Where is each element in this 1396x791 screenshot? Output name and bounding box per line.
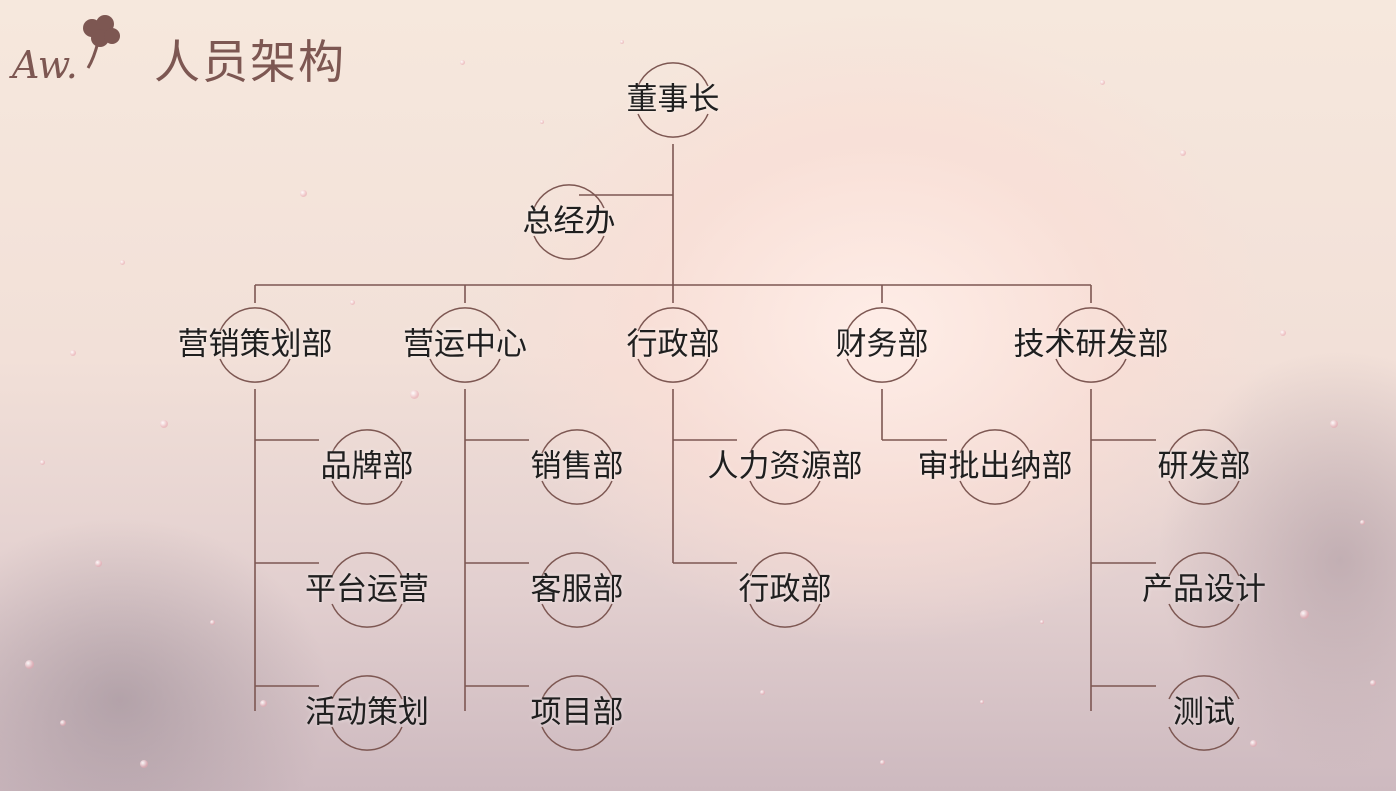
water-drop <box>25 660 34 669</box>
node-sub-1-1-arc-bottom <box>541 603 613 628</box>
clover-logo-icon: Aw. <box>9 15 120 87</box>
water-drop <box>1330 420 1338 428</box>
node-department: 营销策划部 <box>177 326 333 363</box>
node-sub-0-0-arc-bottom <box>331 480 403 505</box>
node-chairman-arc-top <box>637 62 709 87</box>
water-drop <box>160 420 168 428</box>
node-sub-department: 平台运营 <box>305 571 429 608</box>
node-sub-4-0-arc-top <box>1168 429 1240 454</box>
node-department-0-arc-bottom <box>219 358 291 383</box>
node-sub-0-1-arc-bottom <box>331 603 403 628</box>
node-sub-department: 项目部 <box>530 694 624 731</box>
logo-text: Aw. <box>9 43 78 87</box>
water-drop <box>1280 330 1286 336</box>
node-sub-0-2-arc-bottom <box>331 726 403 751</box>
node-chairman: 董事长 <box>626 81 720 118</box>
node-sub-3-0-arc-top <box>959 429 1031 454</box>
water-drop <box>1370 680 1376 686</box>
water-drop <box>70 350 76 356</box>
node-sub-department: 活动策划 <box>305 694 429 731</box>
node-sub-department: 行政部 <box>738 571 832 608</box>
node-sub-department: 产品设计 <box>1142 571 1266 608</box>
node-sub-department: 测试 <box>1173 694 1235 731</box>
water-drop <box>620 40 624 44</box>
node-sub-0-1-arc-top <box>331 552 403 577</box>
water-drop <box>980 700 984 704</box>
node-sub-department: 销售部 <box>530 448 624 485</box>
node-sub-4-1-arc-top <box>1168 552 1240 577</box>
water-drop <box>1300 610 1309 619</box>
water-drop <box>300 190 307 197</box>
node-department-1-arc-bottom <box>429 358 501 383</box>
node-department: 技术研发部 <box>1013 326 1169 363</box>
node-department: 营运中心 <box>403 326 527 363</box>
node-sub-2-1-arc-bottom <box>749 603 821 628</box>
water-drop <box>760 690 765 695</box>
water-drop <box>140 760 148 768</box>
node-sub-2-1-arc-top <box>749 552 821 577</box>
node-sub-4-1-arc-bottom <box>1168 603 1240 628</box>
node-department-4-arc-top <box>1055 307 1127 332</box>
node-sub-1-2-arc-top <box>541 675 613 700</box>
node-department: 行政部 <box>626 326 720 363</box>
node-general-office-arc-top <box>533 184 605 209</box>
water-drop <box>540 120 544 124</box>
node-sub-department: 人力资源部 <box>707 448 863 485</box>
node-department-4-arc-bottom <box>1055 358 1127 383</box>
node-department-2-arc-bottom <box>637 358 709 383</box>
node-general-office-arc-bottom <box>533 235 605 260</box>
water-drop <box>210 620 215 625</box>
node-department: 财务部 <box>835 326 929 363</box>
node-sub-department: 研发部 <box>1157 448 1251 485</box>
node-sub-0-2-arc-top <box>331 675 403 700</box>
water-drop <box>40 460 45 465</box>
node-sub-4-2-arc-bottom <box>1168 726 1240 751</box>
node-sub-2-0-arc-top <box>749 429 821 454</box>
water-drop <box>1040 620 1044 624</box>
water-drop <box>120 260 125 265</box>
node-sub-1-0-arc-bottom <box>541 480 613 505</box>
water-drop <box>1250 740 1257 747</box>
page-title: 人员架构 <box>154 35 346 89</box>
node-department-3-arc-top <box>846 307 918 332</box>
node-sub-1-1-arc-top <box>541 552 613 577</box>
node-sub-1-2-arc-bottom <box>541 726 613 751</box>
water-drop <box>880 760 885 765</box>
water-drop <box>60 720 66 726</box>
water-drop <box>1100 80 1105 85</box>
node-sub-2-0-arc-bottom <box>749 480 821 505</box>
water-drop <box>95 560 102 567</box>
node-sub-department: 审批出纳部 <box>917 448 1073 485</box>
water-drop <box>1360 520 1365 525</box>
node-sub-0-0-arc-top <box>331 429 403 454</box>
node-sub-4-2-arc-top <box>1168 675 1240 700</box>
water-drop <box>460 60 465 65</box>
node-department-1-arc-top <box>429 307 501 332</box>
water-drop <box>260 700 267 707</box>
node-department-2-arc-top <box>637 307 709 332</box>
node-department-3-arc-bottom <box>846 358 918 383</box>
node-sub-4-0-arc-bottom <box>1168 480 1240 505</box>
node-chairman-arc-bottom <box>637 113 709 138</box>
water-drop <box>350 300 355 305</box>
node-general-office: 总经办 <box>522 203 616 240</box>
node-sub-department: 品牌部 <box>320 448 414 485</box>
water-drop <box>410 390 419 399</box>
node-sub-department: 客服部 <box>530 571 624 608</box>
water-drop <box>1180 150 1186 156</box>
node-sub-1-0-arc-top <box>541 429 613 454</box>
node-sub-3-0-arc-bottom <box>959 480 1031 505</box>
node-department-0-arc-top <box>219 307 291 332</box>
